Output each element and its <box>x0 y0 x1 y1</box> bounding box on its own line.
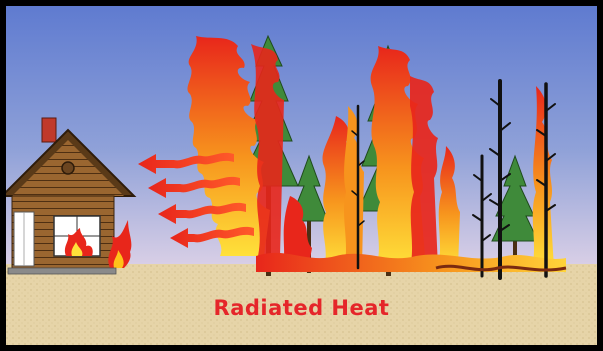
cabin-foundation <box>8 268 116 274</box>
radiated-heat-caption: Radiated Heat <box>0 296 603 320</box>
cabin-chimney <box>42 118 56 142</box>
radiated-heat-scene <box>6 6 597 345</box>
cabin-vent <box>62 162 74 174</box>
